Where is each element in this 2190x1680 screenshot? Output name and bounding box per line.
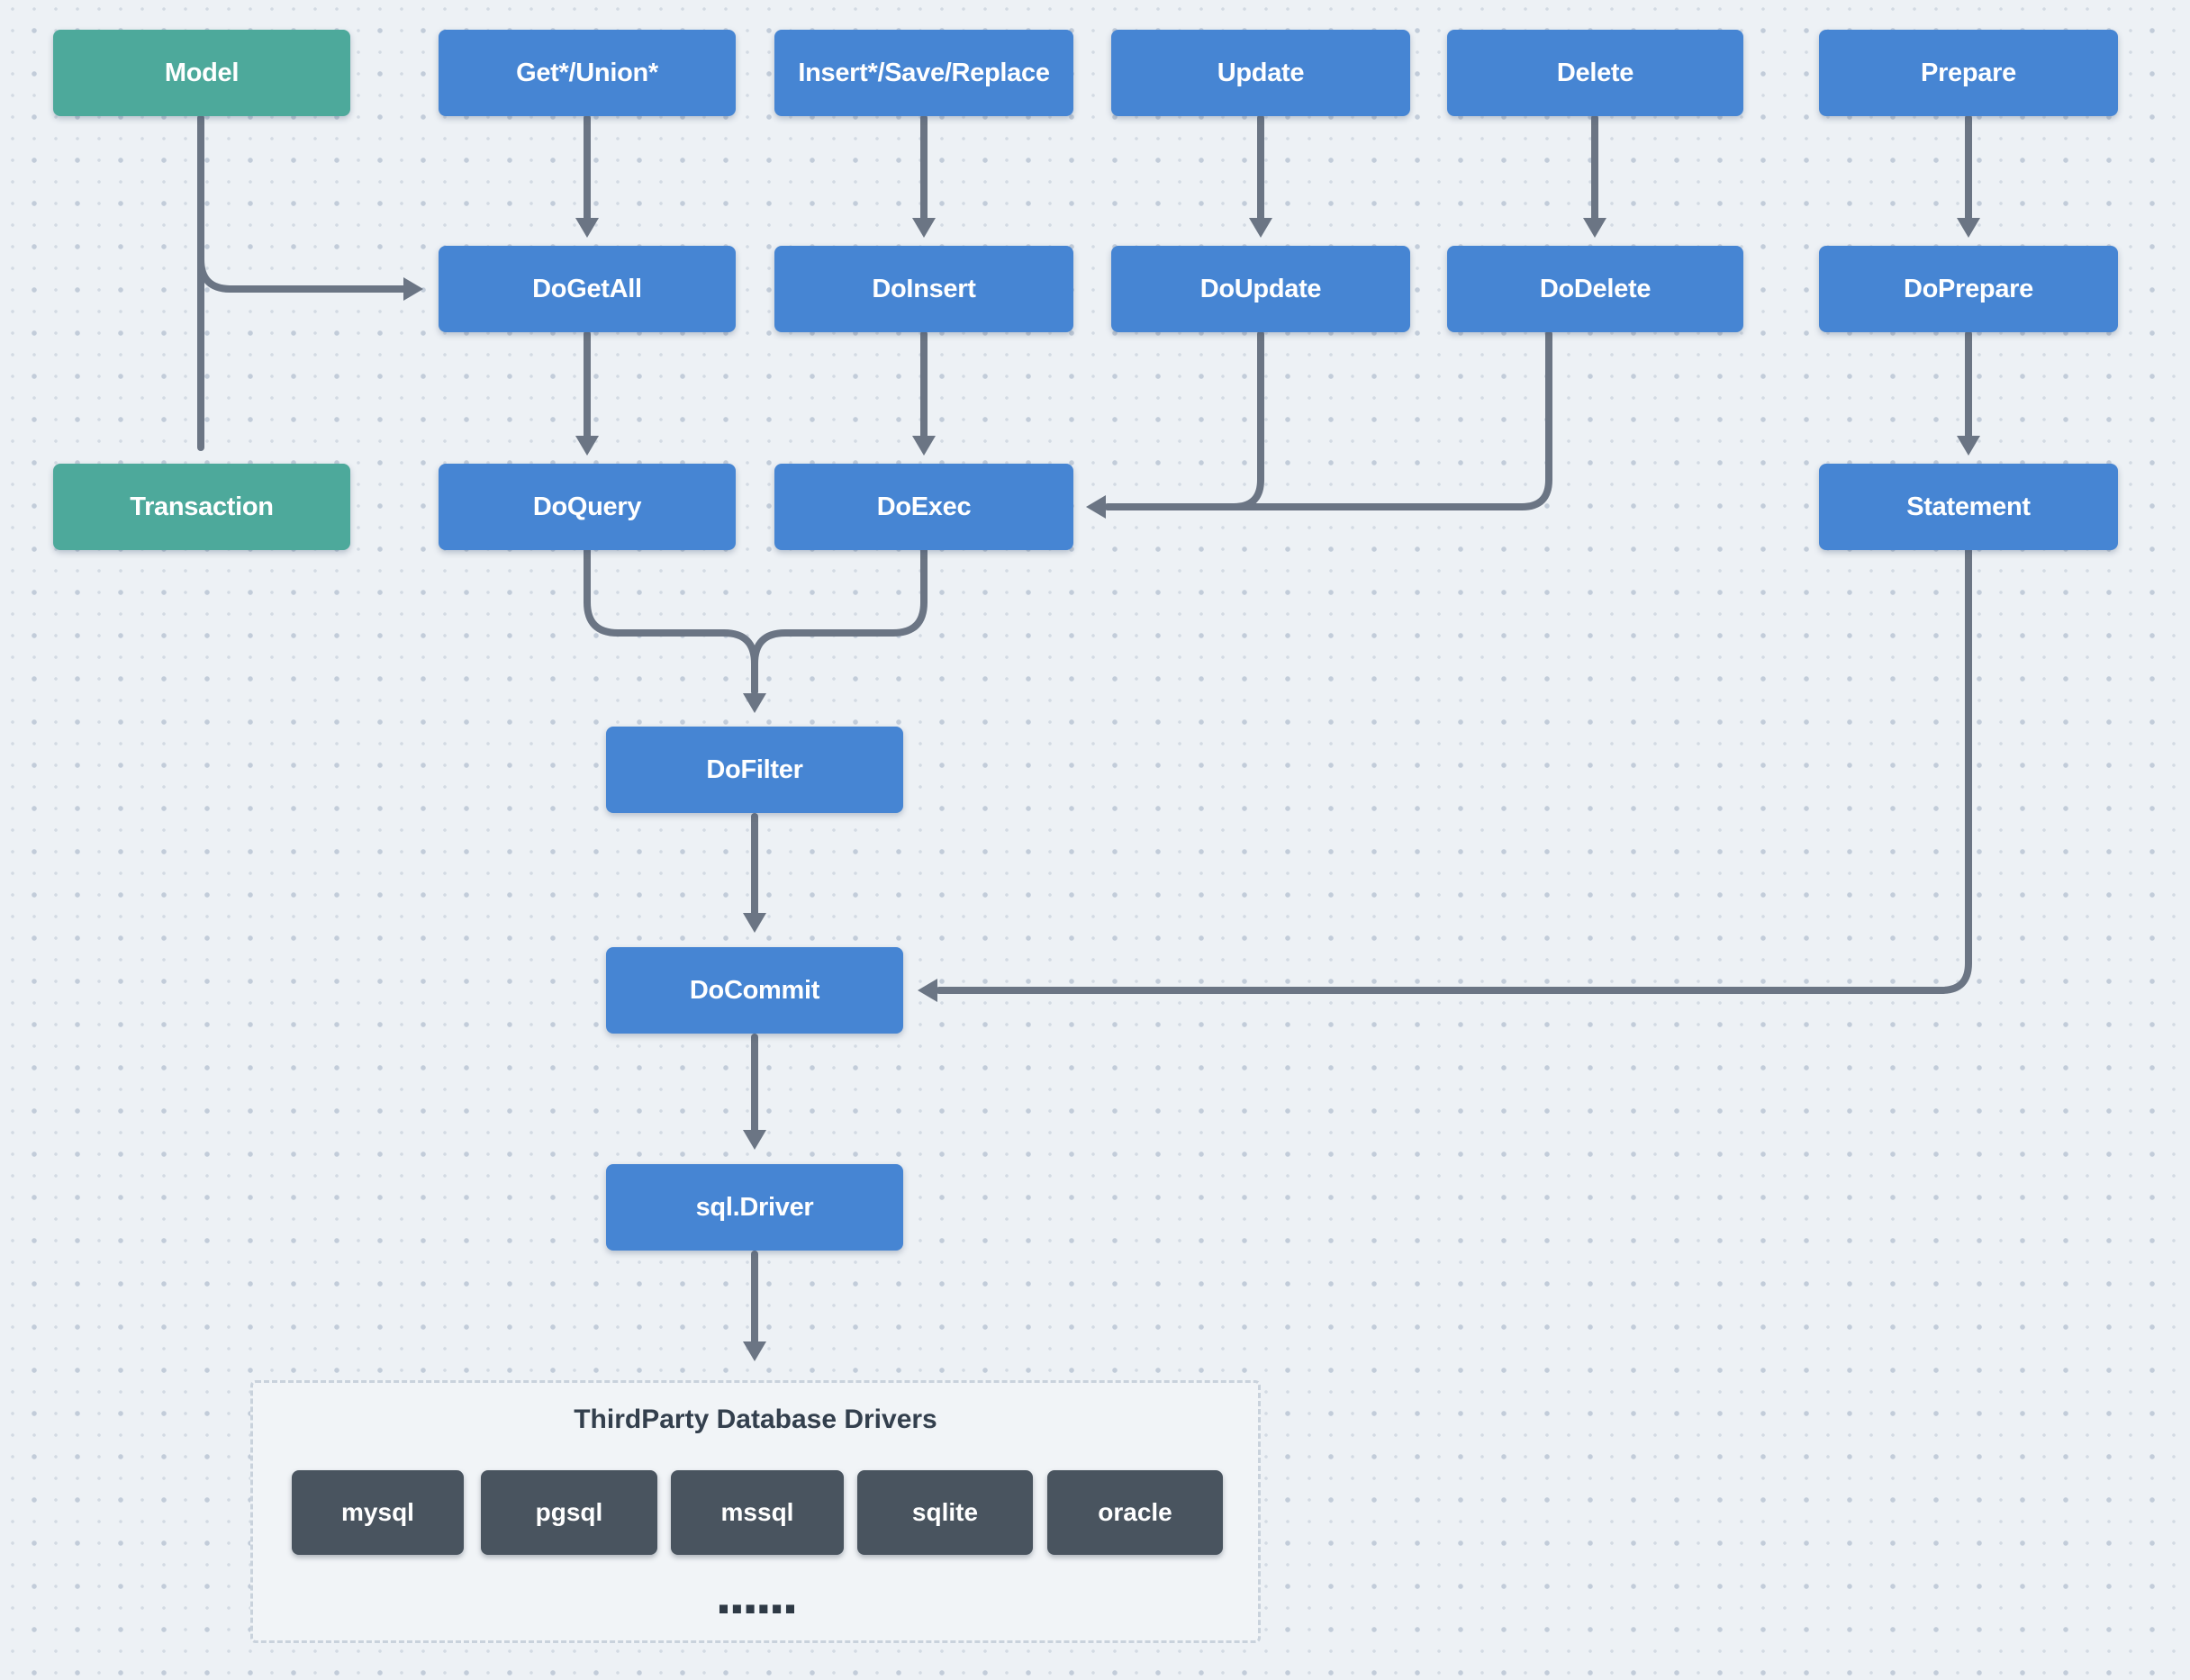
driver-mssql: mssql: [671, 1470, 844, 1555]
node-model: Model: [53, 30, 350, 116]
node-sql-driver: sql.Driver: [606, 1164, 903, 1251]
thirdparty-drivers-title: ThirdParty Database Drivers: [574, 1405, 937, 1434]
connector-statement-docommit: [918, 546, 1972, 1002]
node-do-get-all: DoGetAll: [439, 246, 736, 332]
connector-prepare-doprepare: [1957, 114, 1980, 238]
connector-dofilter-docommit: [743, 813, 766, 933]
more-drivers-ellipsis: ......: [715, 1561, 799, 1626]
node-do-insert: DoInsert: [774, 246, 1073, 332]
connector-docommit-sqldriver: [743, 1034, 766, 1150]
connector-doexec-dofilter: [743, 546, 928, 713]
driver-sqlite: sqlite: [857, 1470, 1033, 1555]
node-prepare: Prepare: [1819, 30, 2118, 116]
node-do-exec: DoExec: [774, 464, 1073, 550]
connector-model-dogetall: [197, 256, 423, 301]
node-do-commit: DoCommit: [606, 947, 903, 1034]
connector-sqldriver-drivers: [743, 1251, 766, 1361]
connector-update-doupdate: [1249, 114, 1272, 238]
connector-dodelete-doexec: [1086, 330, 1552, 519]
node-update: Update: [1111, 30, 1410, 116]
node-delete: Delete: [1447, 30, 1743, 116]
connector-doprepare-statement: [1957, 330, 1980, 456]
node-do-update: DoUpdate: [1111, 246, 1410, 332]
driver-oracle: oracle: [1047, 1470, 1223, 1555]
connector-doquery-dofilter: [584, 546, 758, 695]
connector-doinsert-doexec: [912, 330, 936, 456]
connector-getunion-dogetall: [575, 114, 599, 238]
connector-dogetall-doquery: [575, 330, 599, 456]
connector-delete-dodelete: [1583, 114, 1606, 238]
node-do-delete: DoDelete: [1447, 246, 1743, 332]
node-transaction: Transaction: [53, 464, 350, 550]
connector-doupdate-doexec: [1113, 330, 1264, 510]
node-do-filter: DoFilter: [606, 727, 903, 813]
connector-insert-doinsert: [912, 114, 936, 238]
node-get-union: Get*/Union*: [439, 30, 736, 116]
driver-pgsql: pgsql: [481, 1470, 657, 1555]
node-do-prepare: DoPrepare: [1819, 246, 2118, 332]
node-insert-save-replace: Insert*/Save/Replace: [774, 30, 1073, 116]
node-statement: Statement: [1819, 464, 2118, 550]
node-do-query: DoQuery: [439, 464, 736, 550]
driver-mysql: mysql: [292, 1470, 464, 1555]
